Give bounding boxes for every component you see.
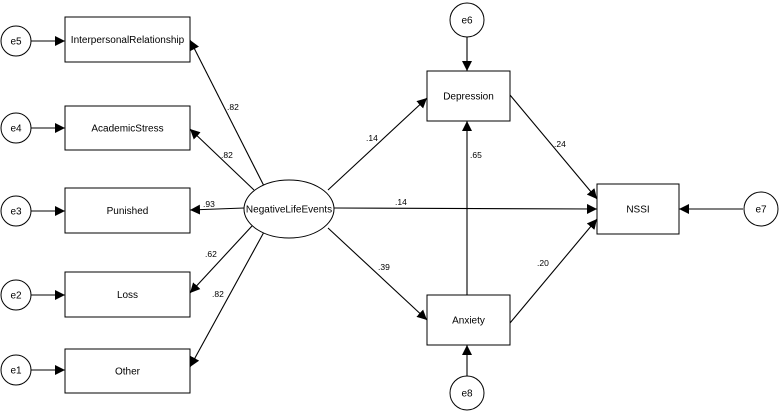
edge-nle-anxiety bbox=[327, 227, 428, 321]
indicator-academic-stress-label: AcademicStress bbox=[91, 124, 163, 135]
latent-negative-life-events: NegativeLifeEvents bbox=[243, 179, 335, 239]
coef-nle-depression: .14 bbox=[366, 133, 378, 143]
coef-nle-academic: .82 bbox=[221, 150, 233, 160]
coef-nle-loss: .62 bbox=[205, 249, 217, 259]
node-anxiety-label: Anxiety bbox=[452, 316, 485, 327]
indicator-other-label: Other bbox=[115, 367, 141, 378]
node-anxiety: Anxiety bbox=[426, 294, 511, 346]
coef-nle-anxiety: .39 bbox=[378, 262, 390, 272]
error-e6: e6 bbox=[449, 2, 485, 38]
coef-depression-nssi: .24 bbox=[554, 139, 566, 149]
error-e4-label: e4 bbox=[10, 124, 22, 135]
coef-nle-punished: .93 bbox=[203, 199, 215, 209]
coef-nle-interpersonal: .82 bbox=[227, 102, 239, 112]
indicator-punished: Punished bbox=[64, 187, 191, 234]
indicator-loss-label: Loss bbox=[117, 290, 138, 301]
edge-nle-nssi bbox=[333, 203, 598, 214]
error-e2-label: e2 bbox=[10, 291, 22, 302]
edge-nle-other bbox=[189, 231, 265, 368]
indicator-loss: Loss bbox=[64, 271, 191, 318]
error-e7: e7 bbox=[743, 191, 779, 227]
edge-anxiety-nssi bbox=[509, 218, 598, 324]
edge-nle-punished bbox=[189, 204, 245, 215]
edge-depression-nssi bbox=[509, 94, 598, 200]
edge-nle-depression bbox=[327, 97, 428, 191]
edge-nle-interpersonal bbox=[189, 39, 265, 187]
coef-anxiety-nssi: .20 bbox=[537, 258, 549, 268]
error-e3-label: e3 bbox=[10, 207, 22, 218]
node-depression: Depression bbox=[426, 70, 511, 122]
error-e6-label: e6 bbox=[461, 16, 473, 27]
error-e5: e5 bbox=[0, 25, 32, 57]
error-e3: e3 bbox=[0, 195, 32, 227]
error-e1-label: e1 bbox=[10, 366, 22, 377]
node-depression-label: Depression bbox=[443, 92, 494, 103]
error-e8: e8 bbox=[449, 375, 485, 411]
coef-anxiety-depression: .65 bbox=[470, 150, 482, 160]
coef-nle-other: .82 bbox=[212, 289, 224, 299]
error-e8-label: e8 bbox=[461, 389, 473, 400]
error-e2: e2 bbox=[0, 279, 32, 311]
indicator-academic-stress: AcademicStress bbox=[64, 105, 191, 151]
node-nssi-label: NSSI bbox=[626, 205, 649, 216]
coef-nle-nssi: .14 bbox=[395, 197, 407, 207]
indicator-interpersonal-relationship-label: InterpersonalRelationship bbox=[71, 35, 185, 46]
indicator-other: Other bbox=[64, 348, 191, 394]
error-e1: e1 bbox=[0, 354, 32, 386]
indicator-punished-label: Punished bbox=[107, 206, 149, 217]
node-nssi: NSSI bbox=[596, 183, 680, 235]
error-e5-label: e5 bbox=[10, 37, 22, 48]
error-e4: e4 bbox=[0, 112, 32, 144]
error-e7-label: e7 bbox=[755, 205, 767, 216]
edge-nle-academic bbox=[189, 128, 255, 191]
indicator-interpersonal-relationship: InterpersonalRelationship bbox=[64, 16, 191, 63]
edge-nle-loss bbox=[189, 225, 253, 294]
latent-negative-life-events-label: NegativeLifeEvents bbox=[246, 205, 332, 216]
